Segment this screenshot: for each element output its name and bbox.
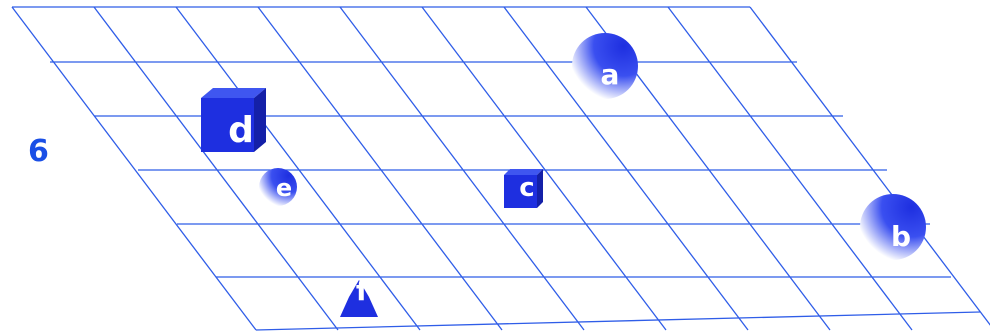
sphere-a: a: [572, 33, 638, 99]
object-label-b: b: [891, 220, 911, 253]
object-label-f: f: [356, 274, 369, 307]
cone-f: f: [340, 274, 378, 317]
sphere-b: b: [860, 194, 926, 260]
grid-column-line: [176, 7, 420, 330]
grid-column-line: [258, 7, 502, 330]
cube-d: d: [201, 88, 266, 152]
sphere-e: e: [259, 168, 297, 206]
grid-column-line: [340, 7, 584, 330]
grid-column-line: [94, 7, 338, 330]
grid-column-line: [750, 7, 990, 330]
object-label-d: d: [228, 110, 254, 151]
grid-column-line: [12, 7, 256, 330]
object-label-c: c: [519, 173, 534, 203]
object-label-e: e: [276, 174, 292, 202]
grid-column-line: [668, 7, 912, 330]
cube-c-side: [537, 169, 543, 208]
object-label-a: a: [601, 58, 620, 91]
cube-d-side: [254, 88, 266, 152]
parallelogram-grid: [12, 7, 990, 330]
cube-c: c: [504, 169, 543, 208]
